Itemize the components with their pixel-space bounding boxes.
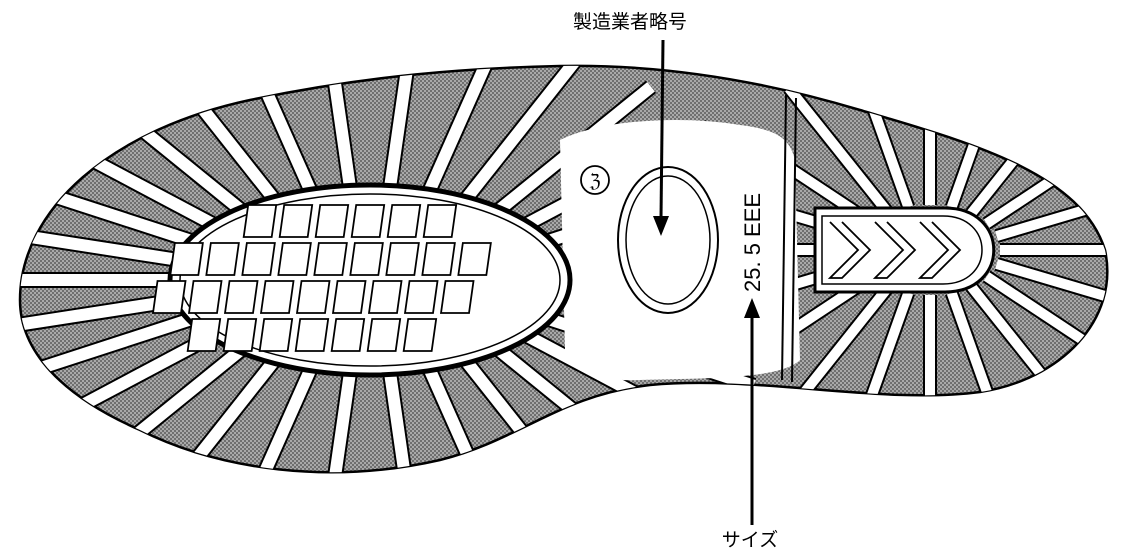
- tread-groove-channel: [383, 65, 420, 190]
- maker-mark: ℨ: [580, 165, 610, 195]
- tread-block: [313, 242, 348, 276]
- heel-chevron: [827, 221, 872, 279]
- forefoot-block-tread: [151, 204, 492, 352]
- tread-block: [169, 242, 204, 276]
- tread-block: [151, 280, 187, 314]
- tread-block: [294, 318, 330, 352]
- size-stamp: 25. 5 EEE: [740, 193, 765, 292]
- tread-block: [277, 242, 312, 276]
- tread-groove-channel: [423, 65, 506, 195]
- tread-block: [258, 318, 294, 352]
- heel-groove-channel: [785, 85, 893, 217]
- heel-groove-channel: [995, 259, 1108, 317]
- maker-code-oval: [617, 166, 719, 314]
- tread-groove-channel: [320, 370, 357, 473]
- tread-groove-channel: [155, 355, 280, 473]
- tread-groove-channel: [20, 293, 186, 340]
- tread-block: [367, 280, 403, 314]
- tread-block: [349, 242, 384, 276]
- tread-block: [403, 280, 439, 314]
- tread-groove-channel: [320, 65, 357, 190]
- size-callout: サイズ: [722, 298, 778, 551]
- tread-groove-channel: [423, 365, 506, 473]
- tread-block: [386, 204, 422, 238]
- tread-block: [331, 280, 367, 314]
- shank-divider: [781, 94, 797, 383]
- tread-block: [259, 280, 295, 314]
- tread-block: [241, 242, 276, 276]
- tread-groove-channel: [460, 65, 585, 205]
- maker-code-label: 製造業者略号: [573, 11, 687, 33]
- size-arrowhead: [744, 298, 760, 318]
- tread-block: [330, 318, 366, 352]
- tread-groove-channel: [234, 365, 317, 473]
- tread-block: [314, 204, 350, 238]
- tread-block: [366, 318, 402, 352]
- maker-code-callout: 製造業者略号: [573, 11, 687, 236]
- tread-block: [205, 242, 240, 276]
- tread-block: [385, 242, 420, 276]
- tread-block: [350, 204, 386, 238]
- tread-block: [295, 280, 331, 314]
- tread-block: [439, 280, 475, 314]
- tread-block: [422, 204, 458, 238]
- heel-chevron: [872, 221, 917, 279]
- heel-groove-channel: [995, 183, 1108, 241]
- tread-groove-channel: [383, 370, 420, 473]
- tread-block: [187, 280, 223, 314]
- heel-pad: [813, 206, 996, 294]
- tread-block: [242, 204, 278, 238]
- heel-chevron: [917, 221, 962, 279]
- tread-block: [278, 204, 314, 238]
- size-label: サイズ: [722, 529, 778, 551]
- maker-mark-symbol: ℨ: [589, 171, 600, 192]
- tread-block: [421, 242, 456, 276]
- heel-chevrons: [827, 221, 962, 279]
- tread-block: [457, 242, 492, 276]
- tread-groove-channel: [20, 220, 186, 267]
- tread-groove-channel: [234, 65, 317, 195]
- tread-block: [186, 318, 222, 352]
- forefoot-pad: [151, 182, 573, 378]
- tread-block: [223, 280, 259, 314]
- tread-block: [222, 318, 258, 352]
- maker-code-arrowhead: [653, 216, 669, 236]
- tread-block: [402, 318, 438, 352]
